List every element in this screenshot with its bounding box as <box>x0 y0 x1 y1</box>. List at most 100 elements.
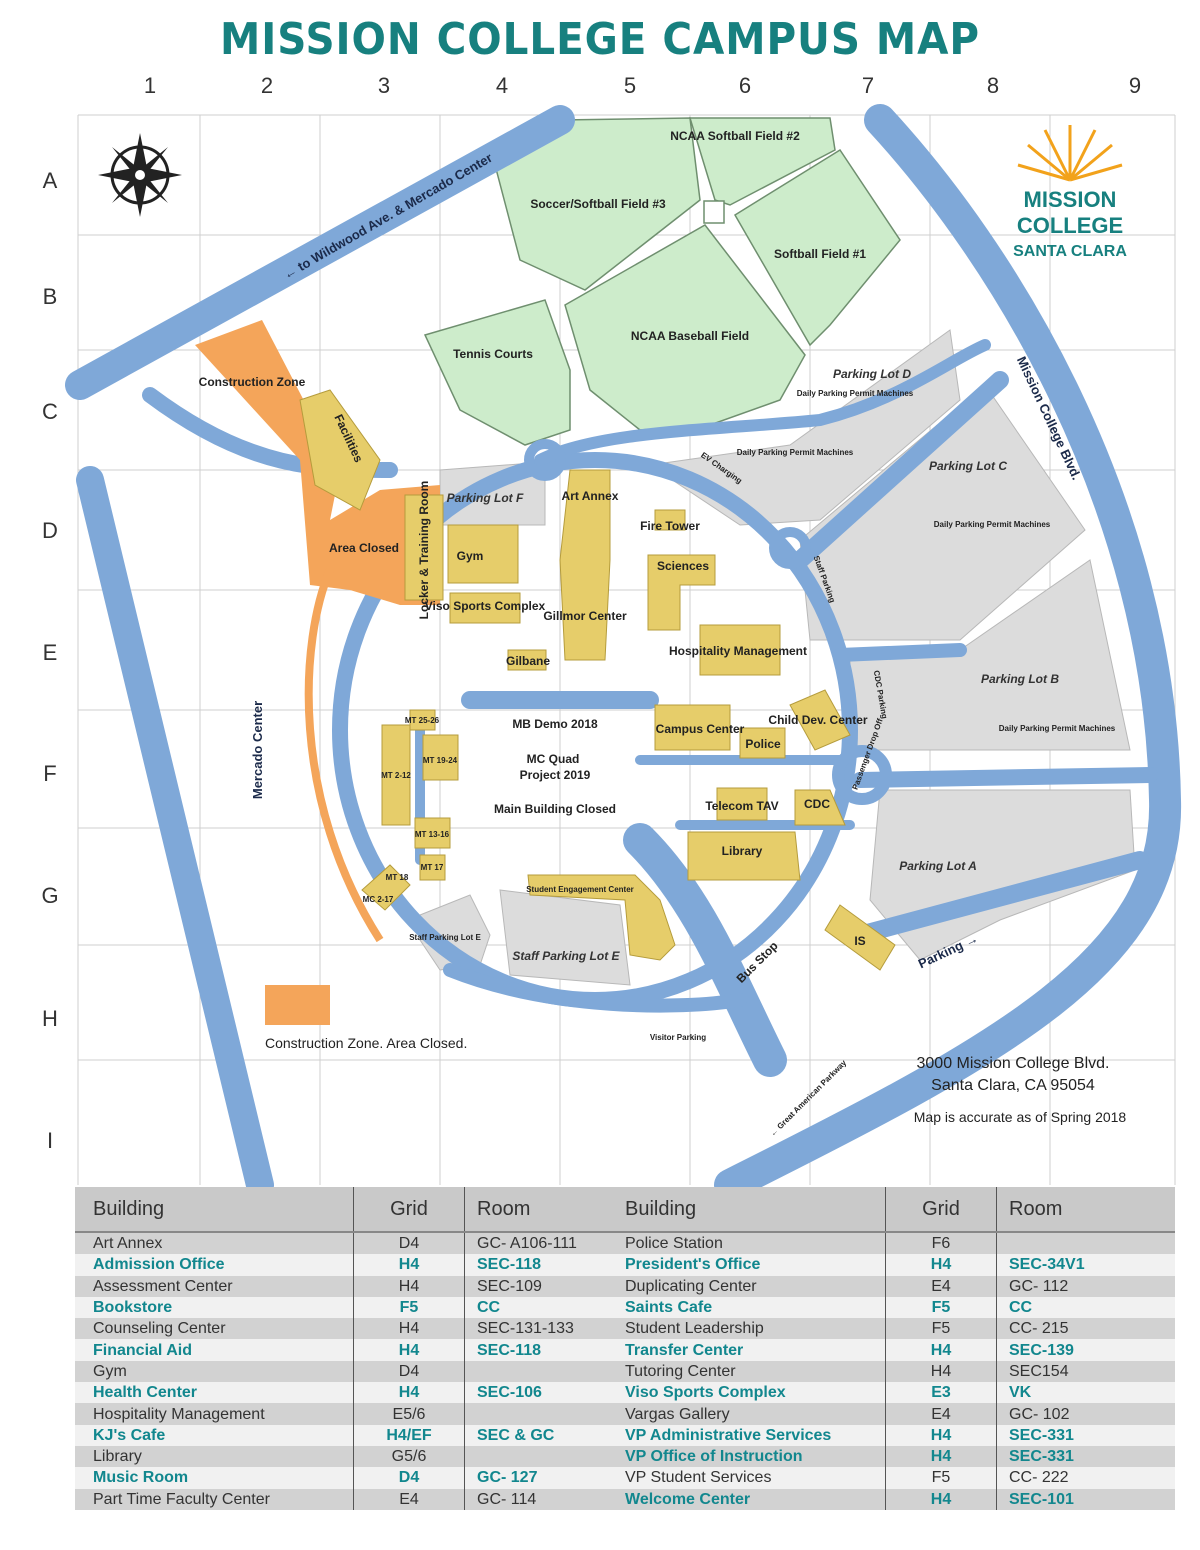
directory-grid: D4 <box>353 1232 465 1255</box>
grid-col: 7 <box>862 73 874 98</box>
label-gilbane: Gilbane <box>506 654 550 668</box>
directory-building: KJ's Cafe <box>75 1424 354 1446</box>
directory-grid: H4 <box>885 1488 997 1510</box>
directory-room: GC- 102 <box>996 1403 1175 1425</box>
staff-parking-lot-e <box>499 889 631 986</box>
child-dev-center <box>789 689 851 751</box>
directory-building: President's Office <box>607 1254 886 1276</box>
grid-row: A <box>43 168 58 193</box>
directory-room: SEC-34V1 <box>996 1254 1175 1276</box>
label-mercado-center: Mercado Center <box>250 701 265 799</box>
grid-col: 6 <box>739 73 751 98</box>
directory-grid: F5 <box>885 1467 997 1489</box>
grid-column-labels: 1 2 3 4 5 6 7 8 9 <box>144 73 1141 98</box>
buildings <box>299 389 896 971</box>
label-locker-room: Locker & Training Room <box>417 481 431 620</box>
directory-room: GC- 127 <box>464 1467 610 1489</box>
directory-room <box>464 1445 610 1468</box>
baseball-field <box>564 224 806 431</box>
directory-building: Hospitality Management <box>75 1403 354 1425</box>
label-lot-d: Parking Lot D <box>833 367 911 381</box>
directory-room <box>996 1232 1175 1255</box>
label-police: Police <box>745 737 781 751</box>
road-mercado <box>76 466 274 1199</box>
directory-building: Admission Office <box>75 1254 354 1276</box>
directory-building: Part Time Faculty Center <box>75 1488 354 1510</box>
directory-grid: G5/6 <box>353 1445 465 1468</box>
grid-row: H <box>42 1006 58 1031</box>
label-permit-machines: Daily Parking Permit Machines <box>934 520 1051 529</box>
label-viso: Viso Sports Complex <box>425 599 546 613</box>
directory-building: Police Station <box>607 1232 886 1255</box>
grid-row: C <box>42 399 58 424</box>
svg-text:COLLEGE: COLLEGE <box>1017 213 1123 238</box>
directory-room: SEC154 <box>996 1360 1175 1383</box>
mt-13-16 <box>414 817 451 849</box>
header-building: Building <box>607 1187 886 1233</box>
gilbane-building <box>507 649 547 671</box>
label-mt: MT 2-12 <box>381 771 411 780</box>
directory-building: Tutoring Center <box>607 1360 886 1383</box>
directory-grid: H4 <box>353 1318 465 1340</box>
label-mc-quad: MC Quad <box>527 752 580 766</box>
label-gym: Gym <box>457 549 484 563</box>
label-staff-lot-e-small: Staff Parking Lot E <box>409 933 481 942</box>
directory-building: Music Room <box>75 1467 354 1489</box>
address-line-1: 3000 Mission College Blvd. <box>917 1055 1110 1072</box>
directory-grid: F5 <box>353 1296 465 1319</box>
telecom-tav <box>716 787 768 821</box>
directory-building: VP Administrative Services <box>607 1424 886 1446</box>
directory-building: Health Center <box>75 1382 354 1404</box>
tennis-courts <box>423 299 571 446</box>
directory-building: Financial Aid <box>75 1339 354 1361</box>
label-mt: MT 19-24 <box>423 756 458 765</box>
directory-room: SEC-109 <box>464 1275 610 1297</box>
svg-text:MISSION: MISSION <box>1024 187 1117 212</box>
directory-grid: F5 <box>885 1318 997 1340</box>
map-accuracy-note: Map is accurate as of Spring 2018 <box>914 1109 1127 1125</box>
label-art-annex: Art Annex <box>562 489 619 503</box>
directory-building: Saints Cafe <box>607 1296 886 1319</box>
grid-row: D <box>42 518 58 543</box>
directory-building: Duplicating Center <box>607 1275 886 1297</box>
directory-room: SEC-101 <box>996 1488 1175 1510</box>
directory-room: GC- A106-111 <box>464 1232 610 1255</box>
mission-college-logo: MISSION COLLEGE SANTA CLARA <box>1013 125 1127 260</box>
locker-training-room <box>404 494 444 601</box>
label-softball-1: Softball Field #1 <box>774 247 866 261</box>
directory-grid: H4 <box>353 1382 465 1404</box>
facilities-building <box>299 389 381 511</box>
is-building <box>824 904 896 971</box>
directory-building: Welcome Center <box>607 1488 886 1510</box>
mt-17 <box>419 854 446 881</box>
label-visitor-parking: Visitor Parking <box>650 1033 706 1042</box>
grid-row: B <box>43 284 58 309</box>
directory-room: VK <box>996 1382 1175 1404</box>
label-quad-project: Project 2019 <box>520 768 591 782</box>
directory-grid: F5 <box>885 1296 997 1319</box>
directory-building: Library <box>75 1445 354 1468</box>
directory-grid: H4 <box>353 1275 465 1297</box>
directory-building: Vargas Gallery <box>607 1403 886 1425</box>
label-lot-a: Parking Lot A <box>899 859 977 873</box>
directory-building: Transfer Center <box>607 1339 886 1361</box>
grid-col: 2 <box>261 73 273 98</box>
directory-room: SEC-118 <box>464 1254 610 1276</box>
label-fire-tower: Fire Tower <box>640 519 700 533</box>
athletic-fields <box>423 117 901 446</box>
label-gillmor: Gillmor Center <box>543 609 627 623</box>
directory-grid: E4 <box>353 1488 465 1510</box>
